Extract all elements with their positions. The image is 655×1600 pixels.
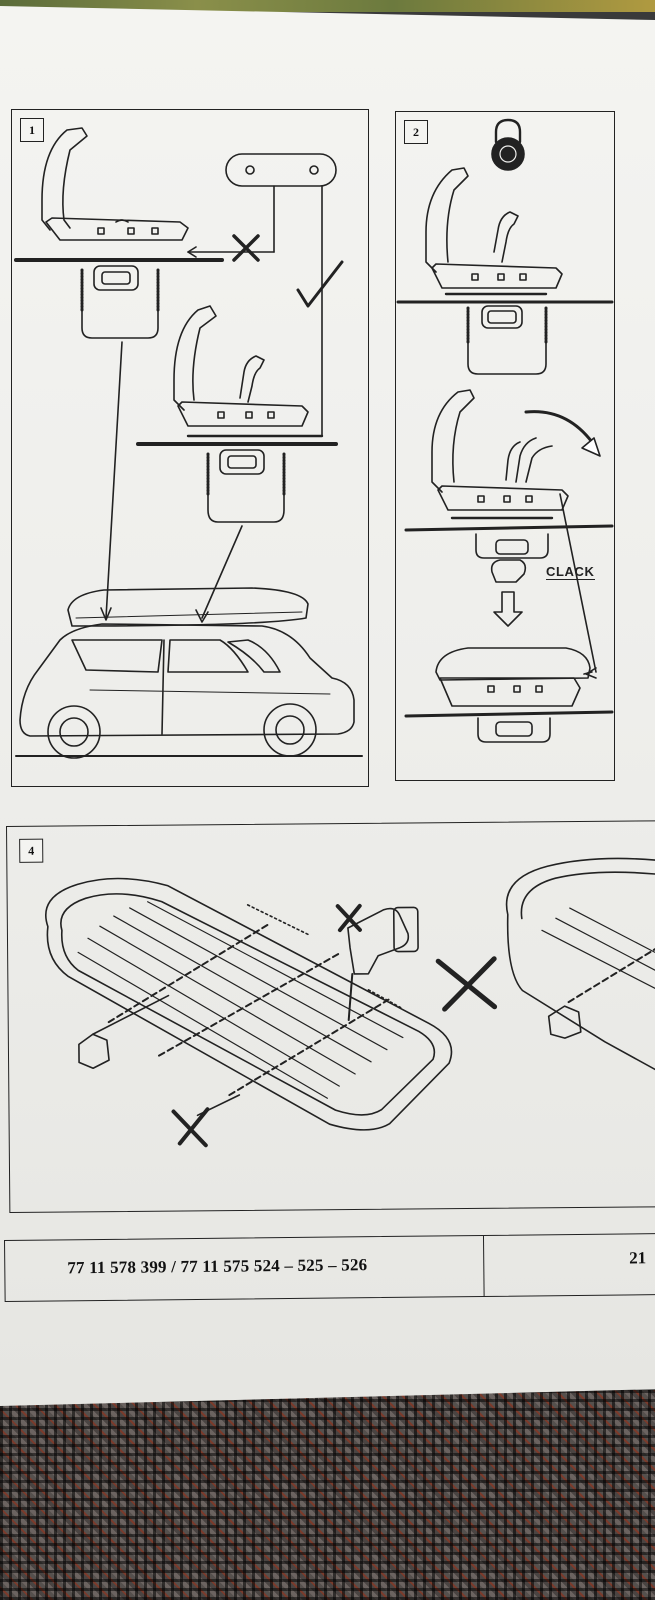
next-page-code: 21 — [629, 1248, 647, 1268]
step-number-1: 1 — [20, 118, 44, 142]
step-4-illustration — [44, 857, 655, 1148]
step-1-illustration — [14, 127, 363, 759]
fabric-background — [0, 1390, 655, 1600]
part-numbers: 77 11 578 399 / 77 11 575 524 – 525 – 52… — [67, 1255, 368, 1278]
panel-step-4: 4 — [6, 820, 655, 1213]
footer-bar: 77 11 578 399 / 77 11 575 524 – 525 – 52… — [4, 1233, 655, 1302]
curved-arrow-icon — [524, 410, 594, 444]
drill-icon — [335, 903, 419, 1022]
background-top — [0, 0, 655, 12]
instruction-sheet: 1 — [0, 6, 655, 1406]
cross-mark-icon — [171, 1107, 210, 1148]
panel-step-1: 1 — [11, 109, 369, 787]
clack-label: CLACK — [546, 564, 595, 580]
combination-lock-icon — [491, 118, 525, 171]
step-number-2: 2 — [404, 120, 428, 144]
step-2-illustration — [396, 118, 614, 743]
panel-step-2: 2 — [395, 111, 615, 781]
